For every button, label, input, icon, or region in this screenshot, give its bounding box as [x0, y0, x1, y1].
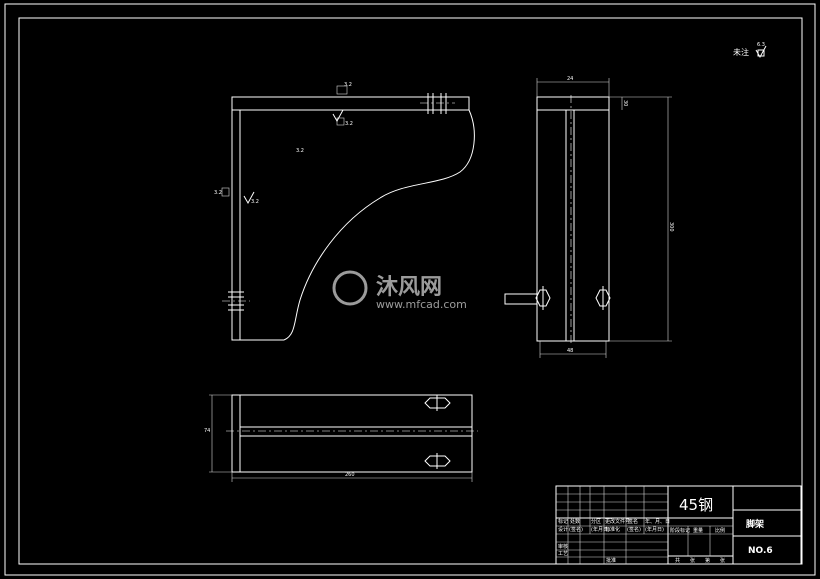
- top-view: 74 260: [204, 394, 478, 482]
- surface-note-value: 6.3: [757, 42, 765, 48]
- roughness-symbol-icon: 3.2: [332, 109, 353, 127]
- svg-text:年、月、日: 年、月、日: [645, 518, 670, 525]
- part-name: 脚架: [746, 518, 764, 530]
- svg-text:(年月日): (年月日): [591, 526, 610, 533]
- top-left-dim: 74: [204, 428, 210, 434]
- svg-text:共: 共: [675, 557, 680, 564]
- inner-border: [18, 17, 803, 565]
- svg-text:3.2: 3.2: [345, 121, 353, 127]
- watermark-logo-icon: [332, 270, 368, 306]
- side-bottom-dim: 48: [567, 348, 573, 354]
- svg-text:批准: 批准: [606, 557, 616, 564]
- svg-text:3.2: 3.2: [251, 199, 259, 205]
- svg-text:张: 张: [720, 557, 725, 564]
- roughness-symbol-icon: 3.2: [336, 82, 352, 95]
- weight-label: 重量: [693, 527, 703, 534]
- svg-text:3.2: 3.2: [214, 190, 222, 196]
- svg-text:审核: 审核: [558, 543, 568, 550]
- top-bottom-dim: 260: [345, 472, 355, 478]
- title-block-approvals: 审核 工艺 批准: [558, 543, 616, 564]
- roughness-symbol-icon: 3.2 3.2: [214, 187, 259, 205]
- watermark-url: www.mfcad.com: [376, 298, 467, 311]
- svg-text:张: 张: [690, 557, 695, 564]
- side-top-dim: 24: [567, 76, 573, 82]
- watermark: 沐风网 www.mfcad.com: [332, 270, 467, 311]
- svg-text:(签名): (签名): [627, 526, 641, 533]
- outer-border: [4, 3, 816, 576]
- side-view: 24 300 30 48: [504, 76, 674, 358]
- title-block: 标记 处数 分区 更改文件号 签名 年、月、日 设计 (签名) (年月日) 标准…: [555, 485, 802, 565]
- title-block-row-b: 设计 (签名) (年月日) 标准化 (签名) (年月日): [558, 526, 664, 533]
- svg-text:签名: 签名: [628, 518, 638, 525]
- surface-note-text: 未注: [733, 47, 749, 57]
- side-small-dim: 30: [622, 100, 628, 106]
- svg-text:标记: 标记: [558, 518, 568, 525]
- surface-roughness-note: 未注 6.3: [733, 42, 767, 59]
- scale-label: 比例: [715, 527, 725, 534]
- stage-label: 阶段标记: [670, 527, 690, 534]
- svg-text:(年月日): (年月日): [645, 526, 664, 533]
- svg-text:更改文件号: 更改文件号: [605, 518, 630, 525]
- title-block-row-a: 标记 处数 分区 更改文件号 签名 年、月、日: [558, 518, 670, 525]
- front-view: 3.2 3.2 3.2 3.2 3.2: [214, 82, 475, 341]
- drawing-number: NO.6: [748, 546, 773, 556]
- material-label: 45钢: [679, 496, 713, 514]
- svg-text:分区: 分区: [591, 518, 601, 525]
- svg-text:设计: 设计: [558, 526, 568, 533]
- svg-text:标准化: 标准化: [605, 526, 620, 533]
- svg-text:(签名): (签名): [569, 526, 583, 533]
- svg-text:3.2: 3.2: [344, 82, 352, 88]
- sheet-count: 共 张 第 张: [675, 557, 725, 564]
- svg-text:第: 第: [705, 557, 710, 564]
- svg-text:工艺: 工艺: [558, 551, 568, 557]
- svg-text:处数: 处数: [570, 518, 580, 525]
- watermark-cn: 沐风网: [376, 275, 442, 300]
- front-dim-label: 3.2: [296, 148, 304, 154]
- side-height-dim: 300: [668, 222, 674, 232]
